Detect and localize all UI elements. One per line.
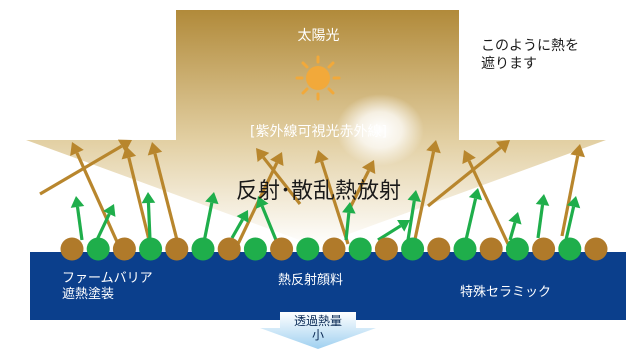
radiation-arrow xyxy=(342,202,356,241)
radiation-arrow xyxy=(94,204,116,243)
radiation-arrows xyxy=(70,188,581,243)
ceramic-bead xyxy=(505,237,529,261)
note-line: 遮ります xyxy=(481,55,537,72)
spectrum-label: [紫外線可視光赤外線] xyxy=(250,124,387,140)
ceramic-bead xyxy=(139,237,163,261)
reflective-bead xyxy=(584,237,608,261)
reflection-arrows xyxy=(39,139,585,245)
radiation-arrow xyxy=(230,210,249,239)
reflection-arrow xyxy=(412,140,441,245)
coating-layer xyxy=(30,252,626,320)
ceramic-bead xyxy=(348,237,372,261)
reflection-headline: 反射･散乱熱放射 xyxy=(235,179,401,204)
pigment-beads xyxy=(60,237,608,261)
radiation-arrow xyxy=(141,192,156,241)
reflective-bead xyxy=(374,237,398,261)
reflection-arrow xyxy=(314,150,350,245)
sun-icon xyxy=(295,55,341,101)
reflective-bead xyxy=(532,237,556,261)
sunlight-arrow xyxy=(26,10,606,246)
radiation-arrow xyxy=(255,196,278,241)
radiation-arrow xyxy=(70,196,85,241)
sunlight-label: 太陽光 xyxy=(297,28,340,44)
radiation-arrow xyxy=(508,212,522,241)
reflection-arrow xyxy=(121,146,152,245)
reflective-bead xyxy=(165,237,189,261)
reflective-bead xyxy=(322,237,346,261)
reflection-arrow xyxy=(560,144,585,237)
reflective-bead xyxy=(270,237,294,261)
reflective-bead xyxy=(427,237,451,261)
material-label-pigment: 熱反射顔料 xyxy=(278,273,344,288)
note-line: このように熱を xyxy=(481,38,579,54)
reflection-arrow xyxy=(462,150,510,245)
ceramic-bead xyxy=(558,237,582,261)
reflective-bead xyxy=(60,237,84,261)
reflective-bead xyxy=(217,237,241,261)
radiation-arrow xyxy=(202,192,219,243)
reflective-bead xyxy=(112,237,136,261)
ceramic-bead xyxy=(296,237,320,261)
ceramic-bead xyxy=(86,237,110,261)
reflection-arrow xyxy=(348,160,376,209)
radiation-arrow xyxy=(464,188,483,241)
ceramic-bead xyxy=(401,237,425,261)
transmission-line: 透過熱量 xyxy=(293,314,342,328)
ceramic-bead xyxy=(191,237,215,261)
material-label-ceramic: 特殊セラミック xyxy=(460,285,552,300)
reflection-arrow xyxy=(426,140,510,208)
material-label-coating: ファームバリア 遮熱塗装 xyxy=(62,271,153,304)
radiation-arrow xyxy=(564,196,581,241)
ceramic-bead xyxy=(243,237,267,261)
reflection-arrow xyxy=(256,148,302,205)
reflection-arrow xyxy=(39,139,132,196)
transmission-label: 透過熱量 小 xyxy=(280,314,356,343)
radiation-arrow xyxy=(406,190,421,241)
transmission-line: 小 xyxy=(311,327,324,342)
reflection-arrow xyxy=(147,142,180,245)
ceramic-bead xyxy=(453,237,477,261)
reflection-glare xyxy=(336,94,424,166)
radiation-arrow xyxy=(377,220,410,242)
material-line: ファームバリア xyxy=(62,271,153,286)
radiation-arrow xyxy=(535,194,550,239)
material-line: 遮熱塗装 xyxy=(62,287,115,303)
transmission-arrow xyxy=(260,312,376,349)
reflective-bead xyxy=(479,237,503,261)
heat-blocking-note: このように熱を 遮ります xyxy=(481,38,579,73)
